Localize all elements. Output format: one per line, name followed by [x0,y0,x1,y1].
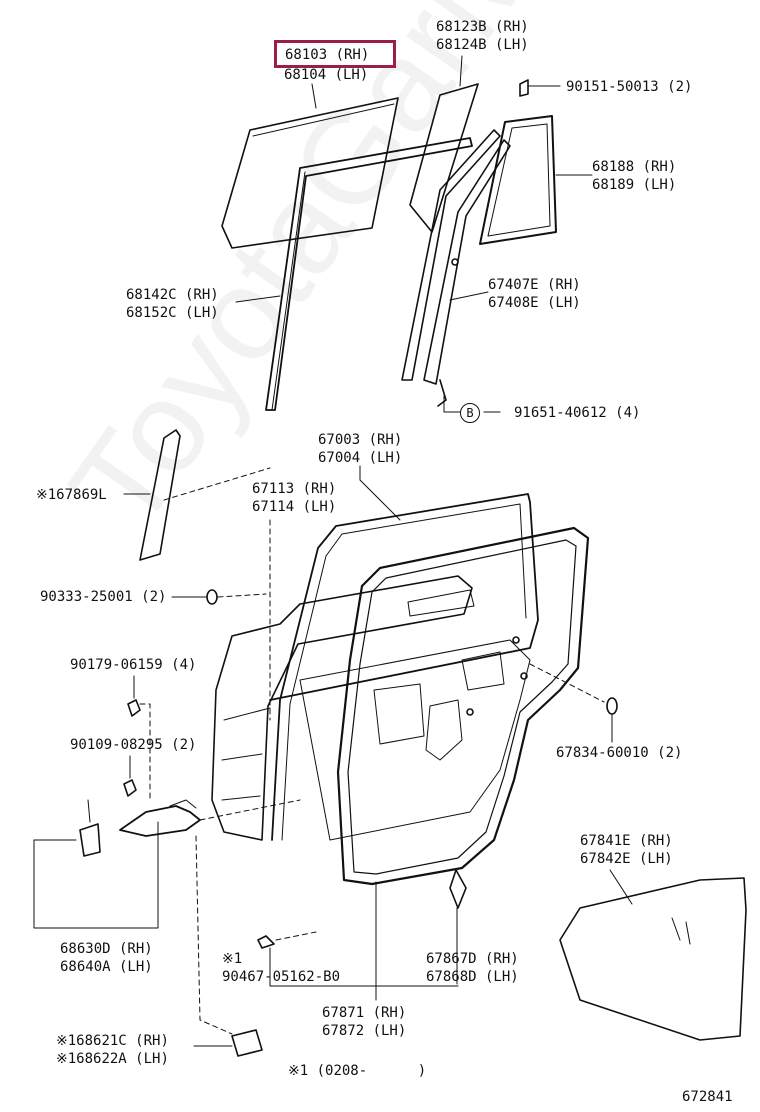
part-label-68188: 68188 (RH) [592,159,677,175]
part-label-90467: 90467-05162-B0 [222,969,341,985]
door-glass [221,97,399,249]
door-hinge [79,823,101,857]
part-label-68189: 68189 (LH) [592,177,677,193]
part-label-67871: 67871 (RH) [322,1005,407,1021]
hole-plug-90333 [206,589,218,605]
clip-168621 [231,1029,263,1057]
figure-number: 672841 [682,1089,733,1105]
door-weatherstrip [336,526,590,886]
part-label-67004: 67004 (LH) [318,450,403,466]
part-label-67867d: 67867D (RH) [426,951,519,967]
fixed-quarter-window [479,115,557,245]
part-label-168621c: ※168621C (RH) [56,1033,169,1049]
part-label-67113: 67113 (RH) [252,481,337,497]
part-label-67114: 67114 (LH) [252,499,337,515]
part-label-67868d: 67868D (LH) [426,969,519,985]
service-hole-cover [559,877,747,1041]
part-label-168622a: ※168622A (LH) [56,1051,169,1067]
part-label-91651: 91651-40612 (4) [514,405,641,421]
division-bar [401,129,501,381]
part-label-67841e: 67841E (RH) [580,833,673,849]
bolt-90467 [257,935,275,949]
check-clip-67867d [449,869,467,909]
part-label-90109: 90109-08295 (2) [70,737,197,753]
part-label-90333: 90333-25001 (2) [40,589,167,605]
note-marker-1: ※1 [222,951,243,967]
door-check [119,805,201,837]
part-label-68640a: 68640A (LH) [60,959,153,975]
part-label-68124b: 68124B (LH) [436,37,529,53]
inner-panel [299,639,531,841]
belt-moulding [139,429,181,561]
part-label-90151: 90151-50013 (2) [566,79,693,95]
part-label-67842e: 67842E (LH) [580,851,673,867]
part-label-67407e: 67407E (RH) [488,277,581,293]
part-label-67003: 67003 (RH) [318,432,403,448]
clip-90151 [519,79,529,97]
part-label-68152c: 68152C (LH) [126,305,219,321]
part-label-167869l: ※167869L [36,487,107,503]
part-label-67872: 67872 (LH) [322,1023,407,1039]
footnote: ※1 (0208- ) [288,1063,427,1079]
part-label-67834: 67834-60010 (2) [556,745,683,761]
bolt-90179 [127,699,141,717]
part-label-67408e: 67408E (LH) [488,295,581,311]
part-label-68630d: 68630D (RH) [60,941,153,957]
door-outer-panel [211,575,473,841]
part-label-68103: 68103 (RH) [285,47,370,63]
door-frame [269,493,539,841]
part-label-68123b: 68123B (RH) [436,19,529,35]
hole-plug-67834 [606,697,618,715]
glass-run-channel [265,137,473,411]
marker-b: B [460,403,480,423]
highlight-box[interactable]: 68103 (RH) [274,40,396,68]
part-label-90179: 90179-06159 (4) [70,657,197,673]
part-label-68142c: 68142C (RH) [126,287,219,303]
part-label-68104: 68104 (LH) [284,67,369,83]
bolt-90109 [123,779,137,797]
